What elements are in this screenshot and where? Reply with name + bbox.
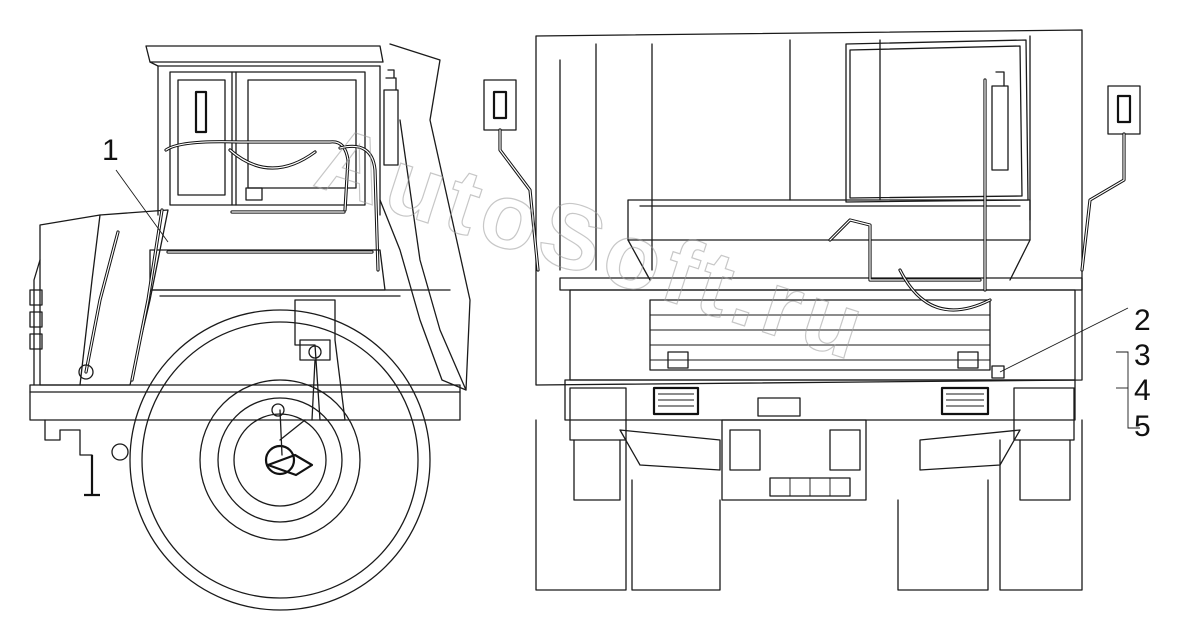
callout-2: 2 <box>1134 304 1151 337</box>
callout-4: 4 <box>1134 374 1151 407</box>
watermark-text: AutoSoft.ru <box>305 107 880 381</box>
callout-5: 5 <box>1134 410 1151 443</box>
callout-1: 1 <box>102 134 119 167</box>
callout-3: 3 <box>1134 339 1151 372</box>
rear-view: 2 3 4 5 <box>483 29 1151 591</box>
side-view: 1 <box>29 43 471 611</box>
